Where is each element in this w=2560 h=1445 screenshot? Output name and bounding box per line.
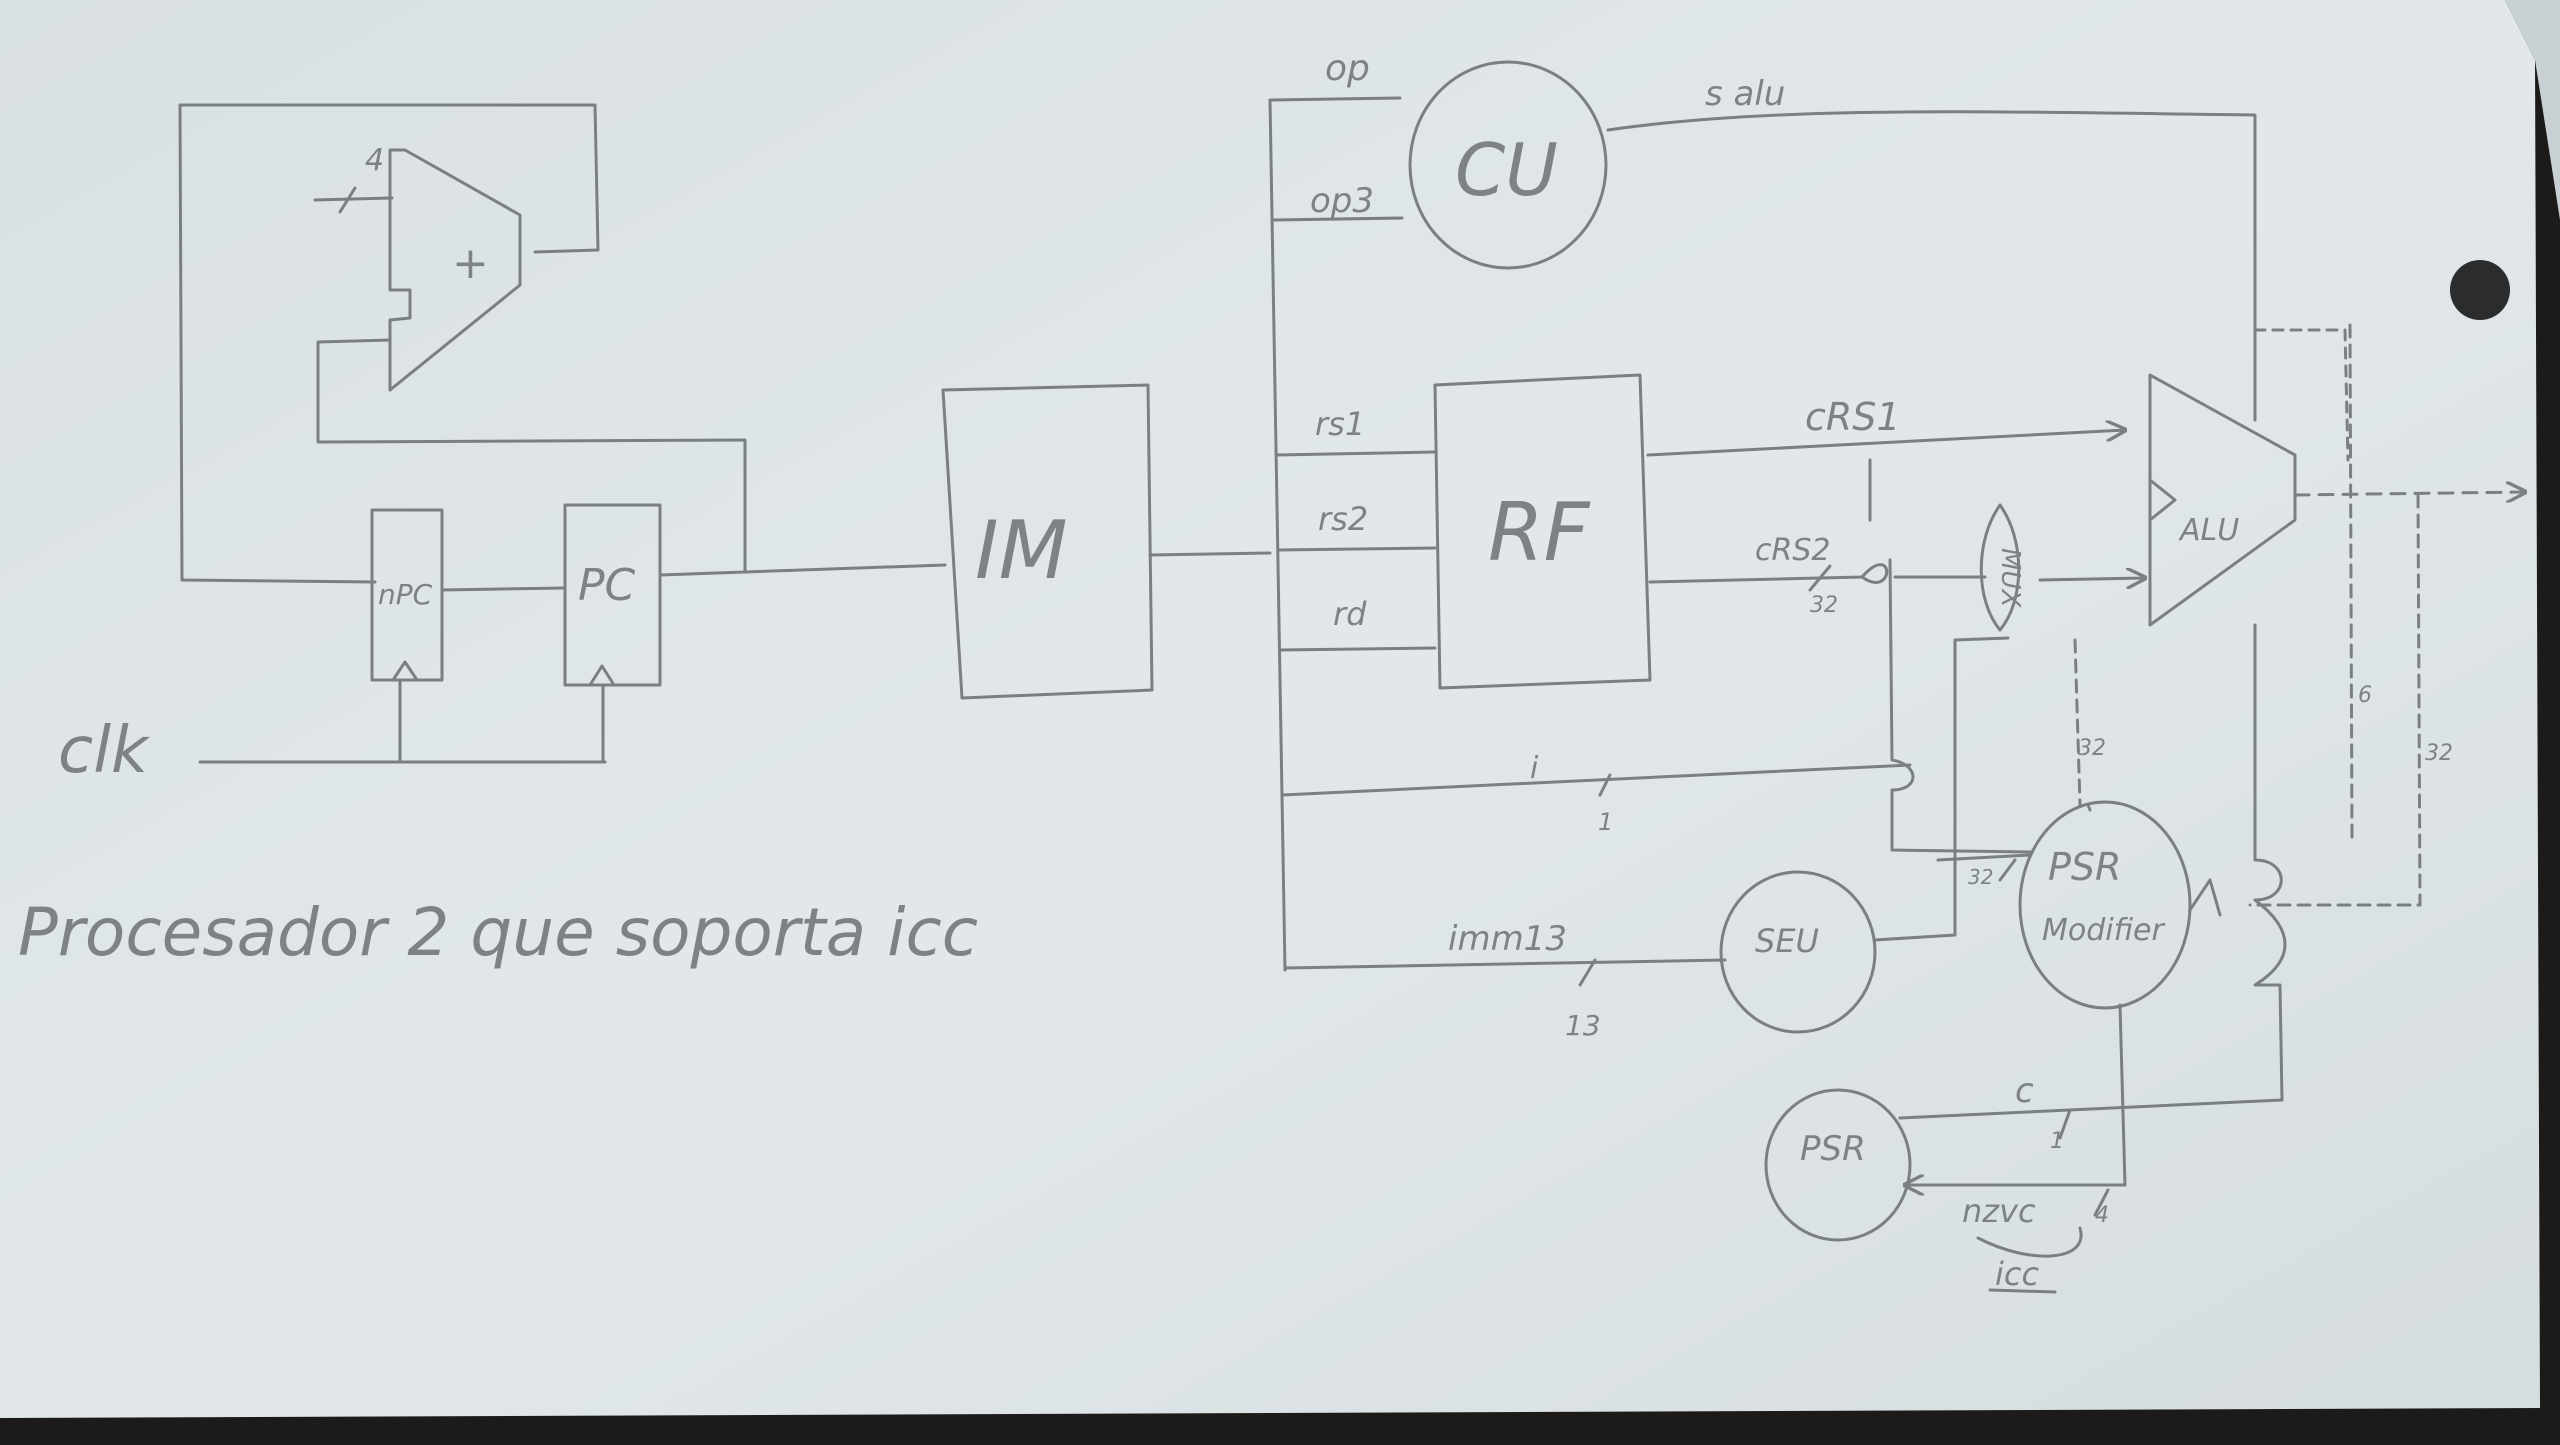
carry-label: c bbox=[2015, 1071, 2034, 1111]
title-label: Procesador 2 que soporta icc bbox=[18, 894, 978, 971]
seu-width-label: 32 bbox=[1968, 865, 1993, 889]
rs2-label: rs2 bbox=[1318, 500, 1368, 538]
adder-input-label: 4 bbox=[365, 143, 384, 178]
clk-label: clk bbox=[58, 714, 151, 788]
adder-input-wire bbox=[315, 198, 392, 200]
cu-label: CU bbox=[1455, 128, 1558, 212]
cu-out-label: s alu bbox=[1705, 74, 1785, 114]
rd-field-wire bbox=[1280, 648, 1435, 650]
pc-label: PC bbox=[578, 560, 636, 611]
op-field-wire bbox=[1272, 98, 1400, 100]
psr-mod-line2-label: Modifier bbox=[2042, 913, 2165, 948]
im-label: IM bbox=[975, 504, 1068, 597]
rs1-label: rs1 bbox=[1315, 405, 1365, 443]
carry-width-label: 1 bbox=[2050, 1129, 2064, 1154]
seu-width-wire bbox=[2088, 805, 2090, 810]
alu-out-width-b-label: 32 bbox=[2425, 741, 2453, 766]
seu-label: SEU bbox=[1755, 922, 1819, 960]
mux-out-width-label: 32 bbox=[2078, 736, 2106, 761]
op-label: op bbox=[1325, 48, 1370, 89]
psr-mod-line1-label: PSR bbox=[2048, 845, 2121, 889]
i-width-label: 1 bbox=[1598, 808, 1613, 836]
imm13-label: imm13 bbox=[1448, 919, 1567, 959]
imm-width-label: 13 bbox=[1565, 1009, 1601, 1042]
adder-sign-label: + bbox=[452, 238, 489, 289]
op3-label: op3 bbox=[1310, 181, 1374, 221]
nzvc-label: nzvc bbox=[1962, 1192, 2036, 1230]
npc-label: nPC bbox=[378, 578, 433, 611]
nzvc-width-label: 4 bbox=[2095, 1203, 2109, 1228]
rd-label: rd bbox=[1333, 595, 1367, 633]
im-to-bus-wire bbox=[1150, 553, 1270, 555]
icc-label: icc bbox=[1995, 1255, 2039, 1293]
psr-label: PSR bbox=[1800, 1129, 1866, 1169]
mux-label: MUX bbox=[1995, 548, 2025, 608]
alu-label: ALU bbox=[2178, 513, 2239, 548]
crs2-width-label: 32 bbox=[1810, 593, 1838, 618]
binder-hole bbox=[2450, 260, 2510, 320]
i-bit-label: i bbox=[1530, 751, 1539, 786]
alu-out-width-a-label: 6 bbox=[2358, 683, 2372, 708]
npc-to-pc-wire bbox=[442, 588, 565, 590]
paper-sheet bbox=[0, 0, 2540, 1418]
crs2-label: cRS2 bbox=[1755, 533, 1830, 568]
mux-to-alu-wire bbox=[2040, 578, 2145, 580]
rf-label: RF bbox=[1488, 486, 1591, 579]
crs1-label: cRS1 bbox=[1805, 395, 1901, 439]
rs2-field-wire bbox=[1278, 548, 1435, 550]
